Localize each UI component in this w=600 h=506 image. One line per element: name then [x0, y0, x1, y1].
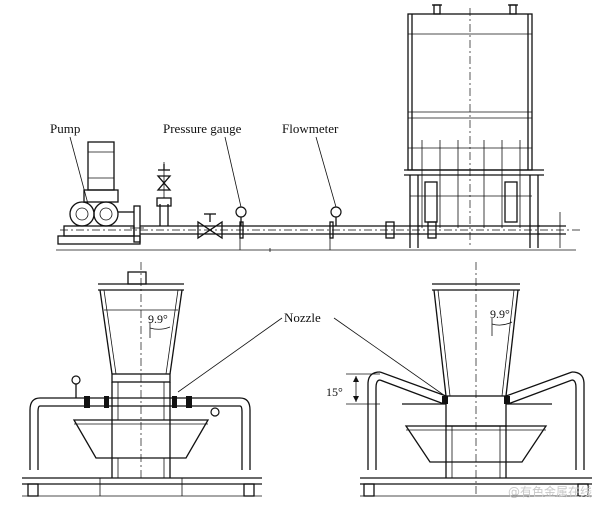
bottom-left-front-view: 9.9° — [22, 262, 262, 497]
pump-assembly — [57, 141, 144, 245]
pressure-gauge-label: Pressure gauge — [163, 121, 242, 136]
main-pipeline — [56, 221, 580, 252]
column-angle-left: 9.9° — [148, 312, 168, 326]
settling-tank — [404, 4, 566, 248]
flowmeter-label: Flowmeter — [282, 121, 339, 136]
watermark: @有色金属在线 — [507, 485, 592, 499]
riser-and-valve — [156, 162, 223, 240]
flowmeter-leader — [315, 136, 337, 208]
pressure-gauge-leader — [224, 136, 242, 208]
top-elevation-view: Pump Pressure gauge Flowmeter — [50, 4, 580, 252]
nozzle-leader-left — [177, 317, 283, 393]
column-angle-right: 9.9° — [490, 307, 510, 321]
pressure-gauge — [235, 206, 247, 226]
bottom-right-section-view: 9.9° 15° — [326, 262, 592, 497]
nozzle-label: Nozzle — [284, 310, 321, 325]
pump-label: Pump — [50, 121, 80, 136]
pump-leader — [69, 136, 89, 205]
nozzle-angle: 15° — [326, 385, 343, 399]
nozzle-leader-right — [333, 317, 449, 399]
